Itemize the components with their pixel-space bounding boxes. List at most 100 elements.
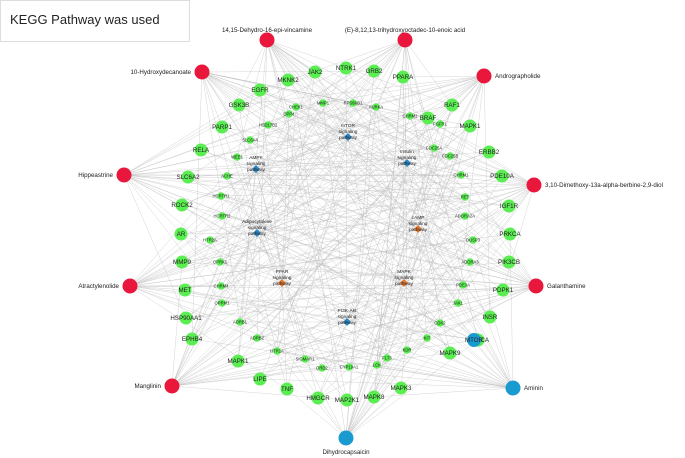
target-node-mapk9[interactable] [443,346,457,360]
compound-node-galanthamine[interactable] [528,278,544,294]
target-node-aurka[interactable] [372,103,380,111]
compound-node-andrographolide[interactable] [476,68,492,84]
target-node-htr1a[interactable] [273,347,281,355]
target-node-igf1r[interactable] [502,199,516,213]
edge-compound-target [266,39,475,341]
target-node-flt3[interactable] [383,354,391,362]
edge-compound-target [237,360,514,389]
target-node-mmp9[interactable] [175,255,189,269]
compound-node-dihydrocapsaicin[interactable] [338,430,354,446]
target-node-mapk1[interactable] [463,119,477,133]
target-node-kdr[interactable] [403,346,411,354]
target-node-rock2[interactable] [175,198,189,212]
compound-node-14-15-dehydro-16-epi-vincamine[interactable] [259,32,275,48]
target-node-grb2[interactable] [367,64,381,78]
target-node-mmp1[interactable] [319,99,327,107]
target-node-oprk1[interactable] [216,258,224,266]
target-node-mtor[interactable] [467,333,481,347]
target-node-ar[interactable] [174,227,188,241]
target-node-adrb2[interactable] [253,334,261,342]
target-node-map2k1[interactable] [340,393,354,407]
edge-compound-target [201,71,504,291]
target-node-ache[interactable] [223,172,231,180]
target-node-chek1[interactable] [292,103,300,111]
target-node-jak2[interactable] [308,65,322,79]
target-node-rps6kb1[interactable] [349,99,357,107]
target-node-chrm2[interactable] [406,112,414,120]
target-node-slc6a4[interactable] [246,136,254,144]
target-node-prkca[interactable] [503,227,517,241]
target-node-cdk2[interactable] [436,319,444,327]
pathway-node-mtor-signaling-pathway[interactable] [344,133,352,141]
target-node-wee1[interactable] [233,153,241,161]
edge-pathway-target [281,282,459,304]
target-node-cdc25b[interactable] [446,152,454,160]
target-node-rela[interactable] [194,143,208,157]
target-node-cdc25a[interactable] [430,144,438,152]
target-node-pde3a[interactable] [459,281,467,289]
target-node-chrm1[interactable] [457,171,465,179]
target-node-htr2a[interactable] [206,236,214,244]
target-node-oprm1[interactable] [218,299,226,307]
target-node-insr[interactable] [483,310,497,324]
target-node-ret[interactable] [461,193,469,201]
target-node-cyp19a1[interactable] [345,363,353,371]
target-node-mapk1[interactable] [231,354,245,368]
target-node-ntrk1[interactable] [339,61,353,75]
target-node-slc6a2[interactable] [181,170,195,184]
target-node-adora2a[interactable] [461,212,469,220]
compound-node-atractylenolide[interactable] [122,278,138,294]
target-node-hsd17b2[interactable] [264,121,272,129]
pathway-node-ppar-signaling-pathway[interactable] [278,279,286,287]
target-node-mknk2[interactable] [281,73,295,87]
pathway-node-mapk-signaling-pathway[interactable] [400,279,408,287]
target-node-adora3[interactable] [466,258,474,266]
pathway-node-pi3k-akt-signaling-pathway[interactable] [343,318,351,326]
compound-node-e-8-12-13-trihydroxyoctadec-10-enoic-acid[interactable] [397,32,413,48]
target-node-pik3cb[interactable] [502,255,516,269]
pathway-node-ampk-signaling-pathway[interactable] [252,165,260,173]
pathway-node-adipocytokine-signaling-pathway[interactable] [253,229,261,237]
target-node-kit[interactable] [423,334,431,342]
pathway-node-camp-signaling-pathway[interactable] [414,225,422,233]
target-node-erbb2[interactable] [482,145,496,159]
edge-pathway-target [220,232,258,287]
target-node-hsp90aa1[interactable] [179,311,193,325]
compound-node-hippeastrine[interactable] [116,167,132,183]
target-node-hcrtr1[interactable] [217,192,225,200]
target-node-hmgcr[interactable] [311,391,325,405]
compound-node-aminin[interactable] [505,380,521,396]
edge-pathway-target [226,175,258,234]
target-node-ppara[interactable] [396,70,410,84]
target-node-hcrtr2[interactable] [218,212,226,220]
target-node-pdpk1[interactable] [496,283,510,297]
target-node-pde10a[interactable] [495,169,509,183]
compound-node-3-10-dimethoxy-13a-alpha-berbine-2-9-diol[interactable] [526,177,542,193]
edge-compound-target [221,39,268,128]
target-node-mapk8[interactable] [367,390,381,404]
target-node-fgfr1[interactable] [436,120,444,128]
target-node-met[interactable] [178,283,192,297]
target-node-parp1[interactable] [215,120,229,134]
target-node-adrb1[interactable] [236,318,244,326]
target-node-mapk3[interactable] [394,381,408,395]
target-node-raf1[interactable] [445,98,459,112]
target-node-gsk3b[interactable] [232,98,246,112]
target-node-jak1[interactable] [454,299,462,307]
compound-node-manglinin[interactable] [164,378,180,394]
pathway-node-insulin-signaling-pathway[interactable] [403,159,411,167]
target-node-dpp4[interactable] [285,110,293,118]
target-node-chrm4[interactable] [217,282,225,290]
target-label-erbb2: ERBB2 [479,149,500,156]
target-node-tnf[interactable] [280,382,294,396]
target-node-lck[interactable] [373,361,381,369]
target-node-dusp3[interactable] [469,236,477,244]
compound-node-10-hydroxydecanoate[interactable] [194,64,210,80]
target-node-ephb4[interactable] [185,332,199,346]
target-node-braf[interactable] [421,111,435,125]
target-node-sigmar1[interactable] [301,355,309,363]
target-node-egfr[interactable] [253,83,267,97]
target-node-drd2[interactable] [318,364,326,372]
target-node-lipe[interactable] [253,372,267,386]
